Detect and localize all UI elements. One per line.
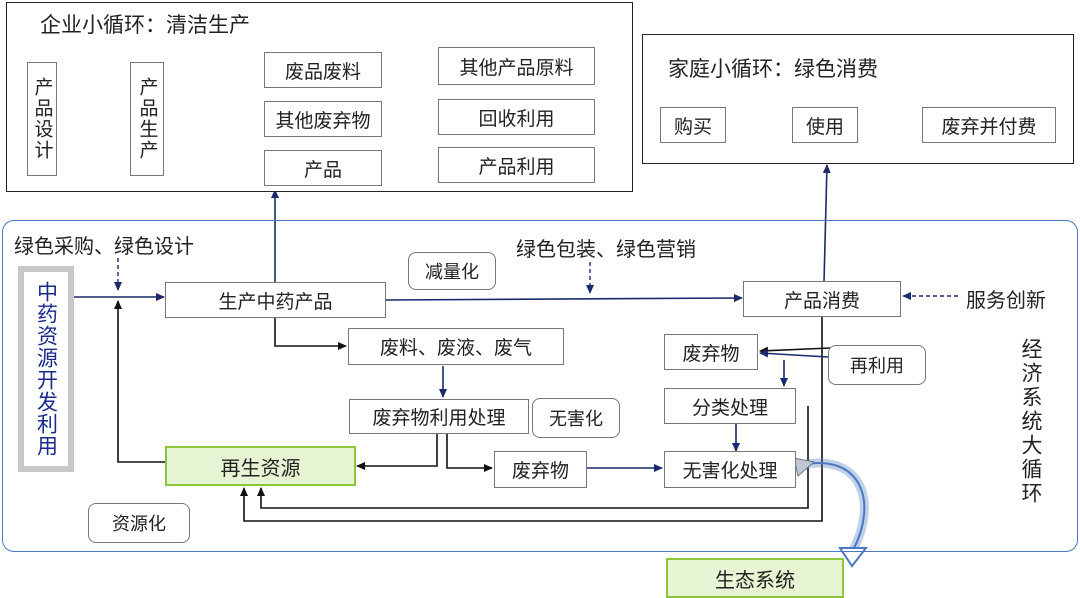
classify-box: 分类处理: [664, 388, 796, 424]
use-box: 使用: [792, 107, 858, 143]
green-purchase-label: 绿色采购、绿色设计: [14, 234, 194, 258]
reduce-callout: 减量化: [408, 252, 496, 290]
consumption-box: 产品消费: [743, 281, 901, 317]
waste-three-box: 废料、废液、废气: [348, 328, 564, 365]
renewable-box: 再生资源: [165, 446, 356, 486]
resource-callout: 资源化: [88, 503, 190, 543]
household-cycle-title: 家庭小循环：绿色消费: [668, 57, 878, 81]
tcm-resource-box: 中药资源开发利用: [18, 266, 74, 472]
waste2-box: 废弃物: [494, 451, 587, 488]
discard-pay-box: 废弃并付费: [922, 107, 1056, 143]
waste-processing-box: 废弃物利用处理: [349, 399, 529, 434]
green-package-label: 绿色包装、绿色营销: [516, 237, 696, 261]
economy-cycle-frame: [2, 220, 1078, 552]
produce-tcm-box: 生产中药产品: [165, 282, 386, 318]
reuse-callout: 再利用: [828, 345, 926, 385]
product-production-box: 产品生产: [130, 62, 164, 176]
tcm-resource-label: 中药资源开发利用: [34, 281, 59, 457]
big-cycle-label: 经济系统大循环: [1019, 338, 1043, 506]
waste-material-box: 废品废料: [264, 52, 382, 88]
harmless-processing-box: 无害化处理: [664, 451, 796, 488]
service-innovation-label: 服务创新: [966, 288, 1046, 312]
enterprise-cycle-title: 企业小循环：清洁生产: [40, 13, 250, 37]
recycle-box: 回收利用: [438, 99, 595, 135]
ecosystem-box: 生态系统: [666, 558, 844, 598]
product-design-box: 产品设计: [27, 62, 57, 176]
other-waste-box: 其他废弃物: [264, 101, 382, 137]
other-raw-material-box: 其他产品原料: [438, 47, 595, 85]
product-box: 产品: [264, 150, 382, 186]
buy-box: 购买: [660, 107, 726, 143]
waste-top-box: 废弃物: [664, 334, 758, 370]
harmless-callout: 无害化: [532, 398, 620, 438]
product-use-box: 产品利用: [438, 147, 595, 183]
